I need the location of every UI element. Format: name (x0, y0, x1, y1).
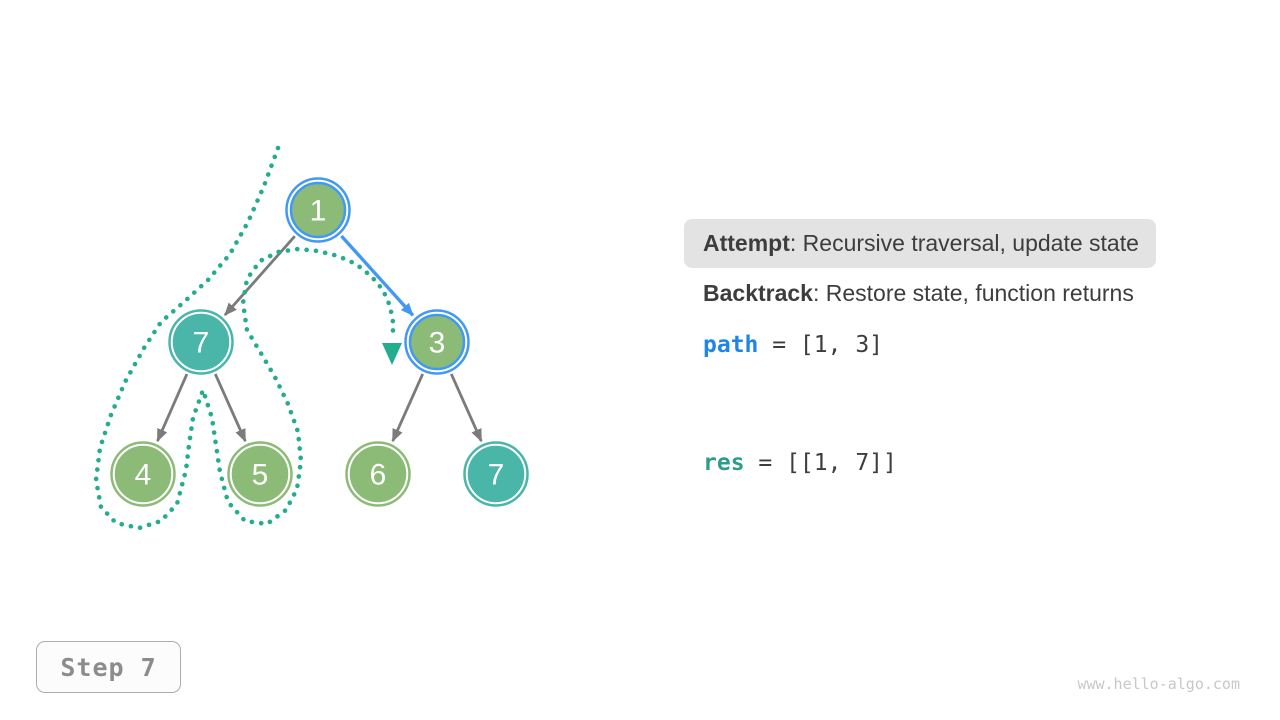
node-outer-ring (168, 309, 234, 375)
node-value: 5 (252, 459, 269, 492)
res-var-value: = [[1, 7]] (744, 450, 897, 476)
step-badge: Step 7 (36, 641, 181, 693)
path-var-value: = [1, 3] (758, 332, 884, 358)
node-value: 3 (429, 327, 446, 360)
node-value: 7 (488, 459, 505, 492)
node-outer-ring (285, 177, 351, 243)
node-outer-ring (404, 309, 470, 375)
res-var-name: res (703, 450, 745, 476)
tree-node-4: 4 (110, 441, 176, 507)
attempt-note: Attempt: Recursive traversal, update sta… (684, 219, 1156, 268)
attempt-text: : Recursive traversal, update state (789, 230, 1139, 256)
node-circle (172, 313, 230, 371)
tree-node-3: 3 (404, 309, 470, 375)
tree-edge (156, 373, 189, 443)
node-outer-ring (345, 441, 411, 507)
node-circle (349, 445, 407, 503)
tree-node-6: 6 (345, 441, 411, 507)
path-var-name: path (703, 332, 759, 358)
node-circle (408, 313, 466, 371)
node-outer-ring (227, 441, 293, 507)
backtrack-text: : Restore state, function returns (812, 280, 1134, 306)
res-variable: res = [[1, 7]] (703, 450, 897, 477)
tree-node-1: 1 (285, 177, 351, 243)
traversal-trail-arrowhead (382, 343, 402, 365)
traversal-trail-dotted (93, 145, 396, 531)
node-circle (467, 445, 525, 503)
node-value: 7 (193, 327, 210, 360)
tree-node-7: 7 (168, 309, 234, 375)
backtrack-note: Backtrack: Restore state, function retur… (703, 280, 1134, 307)
backtrack-label: Backtrack (703, 280, 813, 306)
node-circle (289, 181, 347, 239)
node-outer-ring (463, 441, 529, 507)
tree-edge (223, 235, 296, 316)
tree-node-5: 5 (227, 441, 293, 507)
attempt-label: Attempt (703, 230, 790, 256)
node-outer-ring (110, 441, 176, 507)
tree-edge-active (340, 234, 415, 317)
tree-edge (391, 373, 424, 443)
path-variable: path = [1, 3] (703, 332, 883, 359)
node-circle (114, 445, 172, 503)
tree-node-7: 7 (463, 441, 529, 507)
tree-edge (214, 373, 247, 443)
node-value: 4 (135, 459, 152, 492)
node-value: 1 (310, 195, 327, 228)
node-value: 6 (370, 459, 387, 492)
node-circle (231, 445, 289, 503)
tree-edge (450, 373, 483, 443)
watermark-url: www.hello-algo.com (1077, 675, 1240, 693)
